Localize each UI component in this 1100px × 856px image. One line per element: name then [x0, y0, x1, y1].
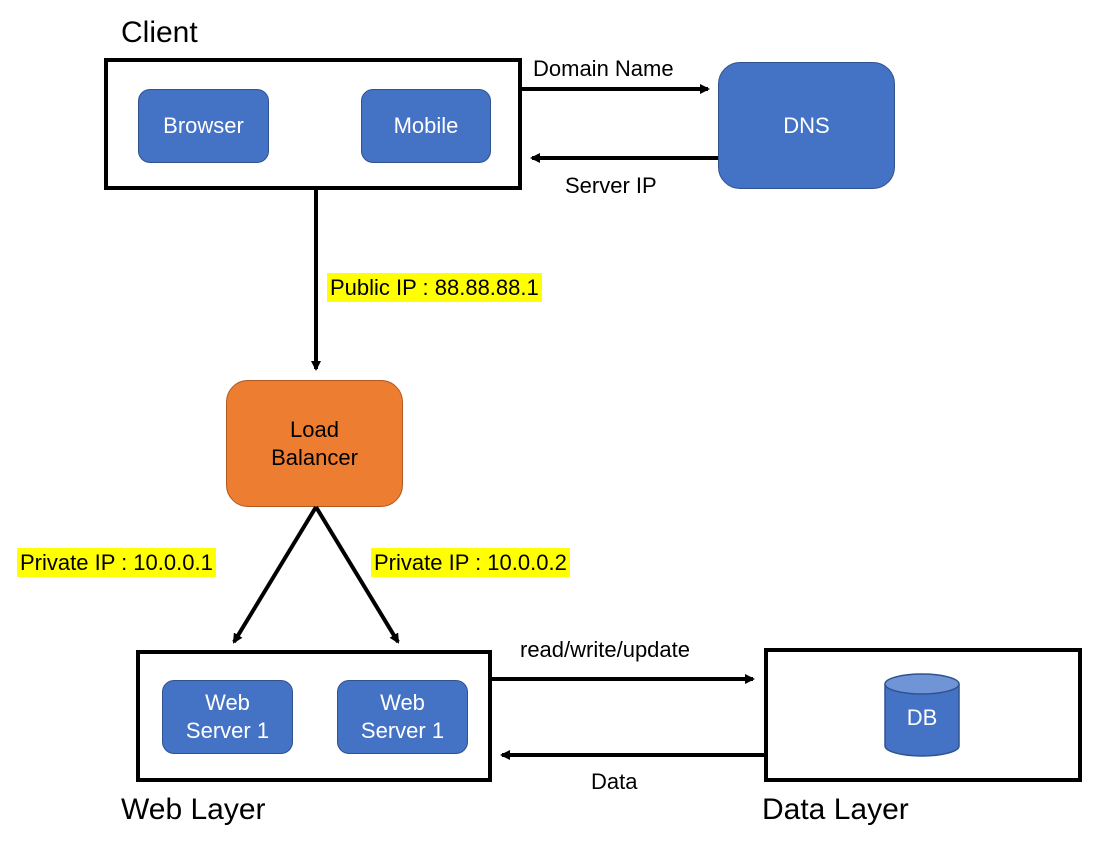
web-server-node: Web Server 1: [337, 680, 468, 754]
private-ip-1-label: Private IP : 10.0.0.1: [17, 548, 216, 577]
db-cylinder-icon: [884, 673, 960, 757]
db-label: DB: [906, 705, 938, 730]
load-balancer-node: Load Balancer: [226, 380, 403, 507]
web-server-label: Web Server 1: [185, 690, 270, 743]
dns-node: DNS: [718, 62, 895, 189]
public-ip-label-wrap: Public IP : 88.88.88.1: [327, 273, 542, 302]
web-server-node: Web Server 1: [162, 680, 293, 754]
web-server-label: Web Server 1: [360, 690, 445, 743]
dns-label: DNS: [783, 112, 830, 138]
data-layer-group-label: Data Layer: [762, 793, 909, 826]
read-write-update-label: read/write/update: [520, 637, 690, 662]
browser-node: Browser: [138, 89, 269, 163]
browser-label: Browser: [163, 113, 244, 138]
server-ip-label: Server IP: [565, 173, 657, 198]
db-node: DB: [883, 672, 961, 758]
web-layer-group-label: Web Layer: [121, 793, 266, 826]
data-label: Data: [591, 769, 638, 794]
private-ip-2-label: Private IP : 10.0.0.2: [371, 548, 570, 577]
load-balancer-label: Load Balancer: [271, 416, 358, 470]
mobile-label: Mobile: [393, 113, 459, 138]
private-ip-2-label-wrap: Private IP : 10.0.0.2: [371, 548, 570, 577]
public-ip-label: Public IP : 88.88.88.1: [327, 273, 542, 302]
private-ip-1-arrow: [232, 505, 318, 644]
private-ip-1-label-wrap: Private IP : 10.0.0.1: [17, 548, 216, 577]
client-group-label: Client: [121, 16, 198, 49]
domain-name-label: Domain Name: [533, 56, 674, 81]
mobile-node: Mobile: [361, 89, 491, 163]
